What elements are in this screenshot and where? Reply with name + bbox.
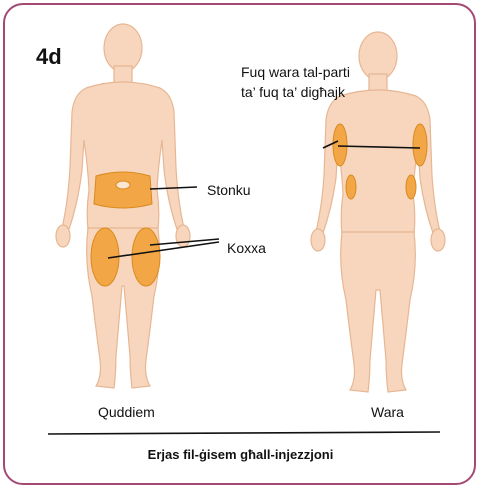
stomach-navel-icon xyxy=(116,181,130,189)
front-view-label: Quddiem xyxy=(98,404,155,420)
right-thigh-area xyxy=(132,228,160,286)
figure-label: 4d xyxy=(36,44,62,70)
figure-caption: Erjas fil-ġisem għall-injezzjoni xyxy=(0,447,481,462)
back-left-arm-area xyxy=(333,124,347,166)
back-view-label: Wara xyxy=(371,404,404,420)
back-right-arm-area xyxy=(413,124,427,166)
stomach-area xyxy=(94,172,152,208)
callout-stomach: Stonku xyxy=(207,180,251,200)
back-right-flank-area xyxy=(406,175,416,199)
back-left-flank-area xyxy=(346,175,356,199)
callout-back-arm: Fuq wara tal-parti ta’ fuq ta’ digħajk xyxy=(241,62,351,102)
callout-thigh: Koxxa xyxy=(227,238,266,258)
